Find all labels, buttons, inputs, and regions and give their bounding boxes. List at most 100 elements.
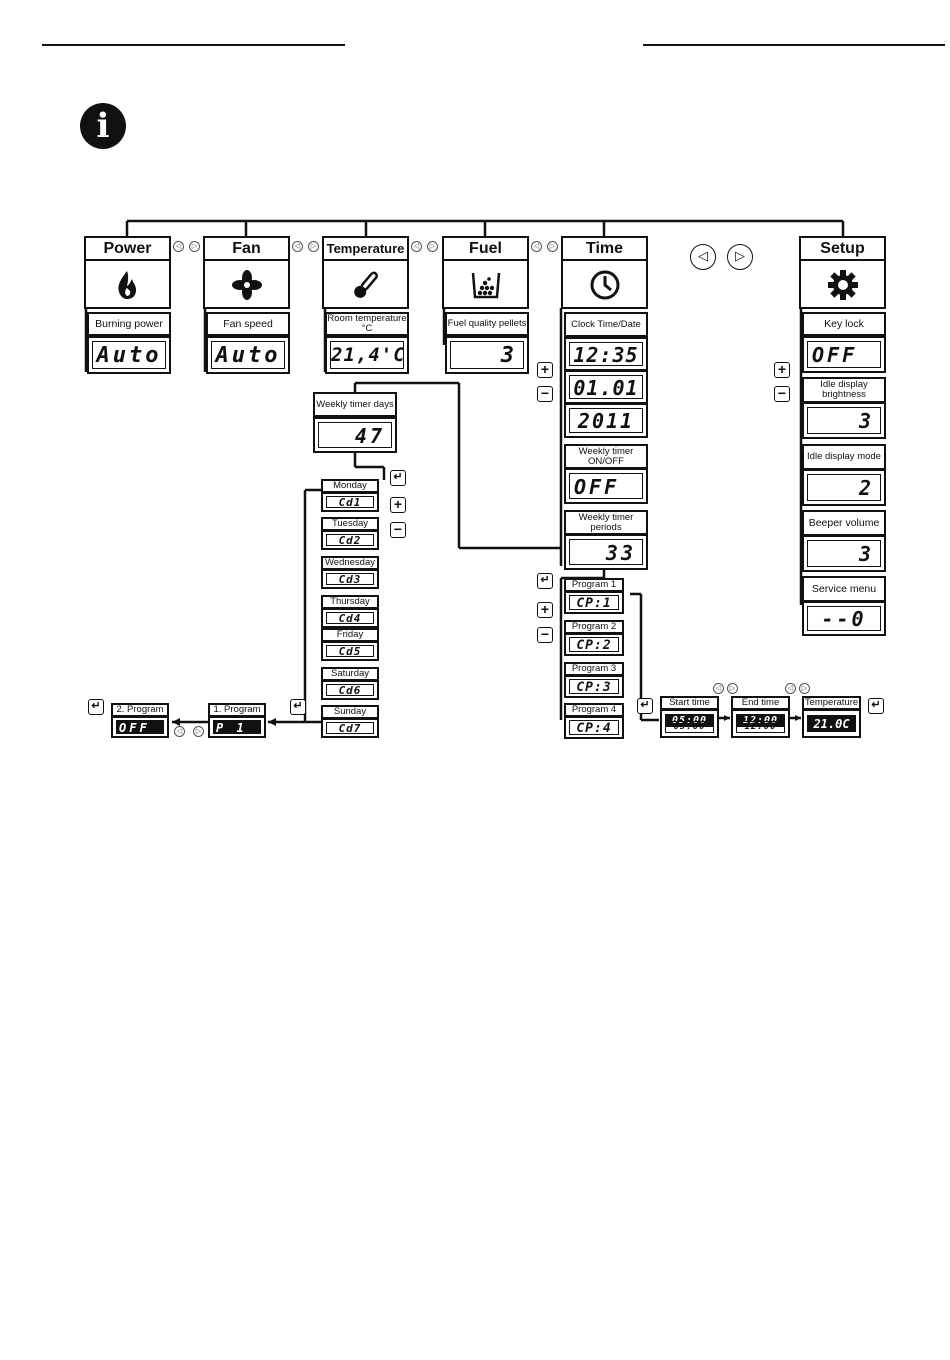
day-program-2-label-text: 2. Program [116,704,164,715]
fuel-quality-value: 3 [450,341,524,369]
program-4-display: CP:4 [564,716,624,739]
day-tuesday-label: Tuesday [321,517,379,531]
menu-icon-box-fan [203,259,290,309]
clock-time-date-label-text: Clock Time/Date [571,318,641,330]
right-arrow-icon[interactable]: ▷ [547,241,558,252]
key-lock-label: Key lock [802,312,886,336]
plus-button-icon[interactable]: + [774,362,790,378]
idle-mode-value: 2 [807,474,881,501]
weekly-timer-days-label: Weekly timer days [313,392,397,417]
menu-title-power: Power [103,240,152,257]
menu-title-fan: Fan [232,240,261,257]
program-code: CP:3 [569,679,619,694]
left-arrow-icon[interactable]: ◁ [531,241,542,252]
menu-header-fuel[interactable]: Fuel [442,236,529,261]
end-time-label: End time [731,696,790,710]
minus-button-icon[interactable]: − [774,386,790,402]
menu-icon-box-time [561,259,648,309]
day-saturday-display: Cd6 [321,680,379,700]
right-arrow-icon[interactable]: ▷ [193,726,204,737]
plus-button-icon[interactable]: + [390,497,406,513]
minus-button-icon[interactable]: − [537,627,553,643]
beeper-volume-display: 3 [802,535,886,572]
header-rule-right [643,44,945,46]
day-code: Cd6 [326,684,374,696]
right-arrow-icon[interactable]: ▷ [189,241,200,252]
end-time-bottom-value: 12:00 [736,721,785,733]
nav-left-button-icon[interactable]: ◁ [690,244,716,270]
minus-button-icon[interactable]: − [390,522,406,538]
nav-right-button-icon[interactable]: ▷ [727,244,753,270]
day-label-text: Friday [336,629,364,640]
right-arrow-icon[interactable]: ▷ [427,241,438,252]
day-code: Cd3 [326,573,374,585]
start-time-top-value: 05:00 [665,714,714,727]
enter-button-icon[interactable]: ↵ [637,698,653,714]
key-lock-value: OFF [807,341,881,368]
weekly-timer-periods-display: 33 [564,534,648,570]
day-monday-label: Monday [321,479,379,493]
clock-icon [590,270,620,300]
day-monday-display: Cd1 [321,492,379,512]
minus-button-icon[interactable]: − [537,386,553,402]
day-label-text: Saturday [330,668,370,679]
program-code: CP:2 [569,637,619,652]
setup-label-text: Idle display brightness [820,379,868,400]
key-lock-display: OFF [802,336,886,373]
enter-button-icon[interactable]: ↵ [390,470,406,486]
start-time-label-text: Start time [669,697,710,708]
day-label-text: Wednesday [325,557,375,568]
left-arrow-icon[interactable]: ◁ [173,241,184,252]
plus-button-icon[interactable]: + [537,362,553,378]
idle-mode-display: 2 [802,469,886,506]
menu-header-time[interactable]: Time [561,236,648,261]
idle-brightness-label: Idle display brightness [802,377,886,403]
left-arrow-icon[interactable]: ◁ [411,241,422,252]
day-code: Cd1 [326,496,374,508]
weekly-timer-periods-value: 33 [569,539,643,565]
day-code: Cd2 [326,534,374,546]
program-temperature-label: Temperature [802,696,861,710]
start-time-display: 05:00 05:00 [660,709,719,738]
enter-button-icon[interactable]: ↵ [88,699,104,715]
weekly-timer-onoff-display: OFF [564,468,648,504]
menu-header-temperature[interactable]: Temperature [322,236,409,261]
menu-header-power[interactable]: Power [84,236,171,261]
day-label-text: Thursday [330,596,370,607]
program-1-display: CP:1 [564,591,624,614]
left-arrow-icon[interactable]: ◁ [785,683,796,694]
beeper-volume-label: Beeper volume [802,510,886,536]
clock-date-display: 01.01 [564,370,648,404]
right-arrow-icon[interactable]: ▷ [308,241,319,252]
right-arrow-icon[interactable]: ▷ [799,683,810,694]
setup-label-text: Beeper volume [808,517,880,529]
plus-button-icon[interactable]: + [537,602,553,618]
service-menu-display: --0 [802,601,886,636]
program-temperature-display: 21.0C [802,709,861,738]
service-menu-value: --0 [807,606,881,631]
setup-label-text: Idle display mode [807,451,881,462]
menu-header-setup[interactable]: Setup [799,236,886,261]
day-program-1-label: 1. Program [208,703,266,717]
day-program-1-label-text: 1. Program [213,704,261,715]
menu-header-fan[interactable]: Fan [203,236,290,261]
fan-speed-value: Auto [211,341,285,369]
day-wednesday-label: Wednesday [321,556,379,570]
burning-power-label-text: Burning power [95,318,163,330]
day-sunday-label: Sunday [321,705,379,719]
left-arrow-icon[interactable]: ◁ [292,241,303,252]
day-program-1-value: P 1 [213,720,261,734]
weekly-timer-onoff-label-text: Weekly timer ON/OFF [578,445,634,467]
room-temperature-display: 21,4'C [325,336,409,374]
program-label-text: Program 3 [571,663,617,674]
enter-button-icon[interactable]: ↵ [868,698,884,714]
left-arrow-icon[interactable]: ◁ [174,726,185,737]
flame-icon [118,271,136,299]
program-3-display: CP:3 [564,675,624,698]
right-arrow-icon[interactable]: ▷ [727,683,738,694]
left-arrow-icon[interactable]: ◁ [713,683,724,694]
enter-button-icon[interactable]: ↵ [537,573,553,589]
enter-button-icon[interactable]: ↵ [290,699,306,715]
day-sunday-display: Cd7 [321,718,379,738]
menu-icon-box-fuel [442,259,529,309]
